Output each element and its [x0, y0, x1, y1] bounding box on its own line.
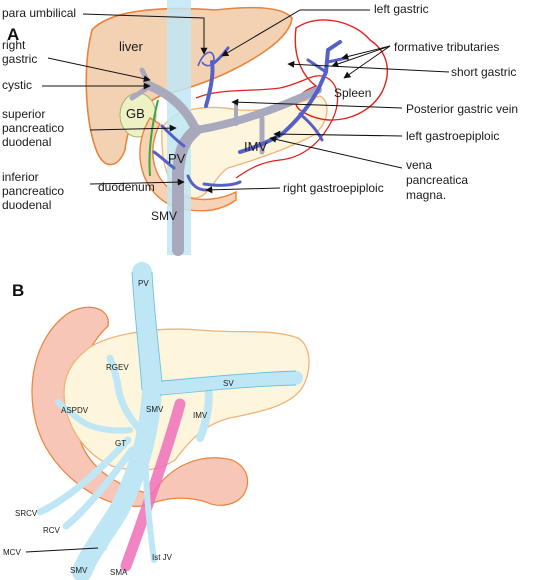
vein-outlines-b: [131, 271, 297, 396]
organ-label-spleen: Spleen: [334, 86, 371, 100]
panel-b-label: B: [12, 281, 24, 300]
label-right-gastroepiploic: right gastroepiploic: [283, 181, 384, 195]
label-right-gastric: right gastric: [2, 38, 37, 66]
b-label-mcv: MCV: [3, 548, 21, 557]
b-label-imv: IMV: [193, 411, 208, 420]
label-formative-tributaries: formative tributaries: [394, 40, 499, 54]
sma-vessel: [120, 398, 186, 572]
label-left-gastroepiploic: left gastroepiploic: [406, 129, 499, 143]
organ-label-imv: IMV: [244, 139, 267, 154]
b-label-srcv: SRCV: [15, 509, 38, 518]
b-label-sv: SV: [223, 379, 234, 388]
portal-system: [129, 67, 322, 256]
common-bile-duct: [148, 99, 159, 177]
label-posterior-gastric-vein: Posterior gastric vein: [406, 102, 518, 116]
right-labels: left gastric formative tributaries short…: [283, 2, 518, 202]
label-cystic: cystic: [2, 78, 32, 92]
spleen-shape: [294, 19, 389, 121]
organ-label-liver: liver: [119, 39, 144, 54]
organ-label-gb: GB: [126, 106, 145, 121]
b-label-pv: PV: [138, 279, 149, 288]
pancreas-b-shape: [63, 328, 310, 471]
b-label-aspdv: ASPDV: [61, 406, 89, 415]
b-label-smv-bottom: SMV: [70, 566, 88, 575]
label-short-gastric: short gastric: [451, 65, 516, 79]
b-label-rgev: RGEV: [106, 363, 129, 372]
label-left-gastric: left gastric: [374, 2, 429, 16]
pancreas-shape: [161, 95, 328, 199]
b-label-smv: SMV: [146, 405, 164, 414]
label-vena-pancreatica-magna: vena pancreatica magna.: [406, 158, 471, 202]
para-umbilical-vein: [197, 51, 215, 67]
veins-b: [36, 262, 303, 580]
mcv-leader: [25, 547, 99, 553]
label-inferior-pd: inferior pancreatico duodenal: [2, 170, 67, 212]
panel-b: B PV SV SMV IMV RGEV: [3, 262, 310, 580]
organ-label-pv: PV: [168, 151, 186, 166]
panel-a-label: A: [7, 25, 19, 44]
left-labels: para umbilical right gastric cystic supe…: [2, 6, 76, 212]
leader-lines-a: [42, 9, 450, 194]
label-para-umbilical: para umbilical: [2, 6, 76, 20]
organ-label-duodenum: duodenum: [98, 180, 155, 194]
panel-a: liver GB PV IMV duodenum SMV Spleen A pa…: [2, 0, 518, 256]
b-label-ist-jv: Ist JV: [152, 553, 173, 562]
organ-label-smv: SMV: [151, 209, 177, 223]
b-label-sma: SMA: [110, 568, 128, 577]
duodenum-shape: [139, 117, 237, 212]
b-label-gt: GT: [115, 439, 126, 448]
label-superior-pd: superior pancreatico duodenal: [2, 107, 67, 149]
stomach-outline: [195, 75, 339, 179]
b-label-rcv: RCV: [43, 526, 61, 535]
